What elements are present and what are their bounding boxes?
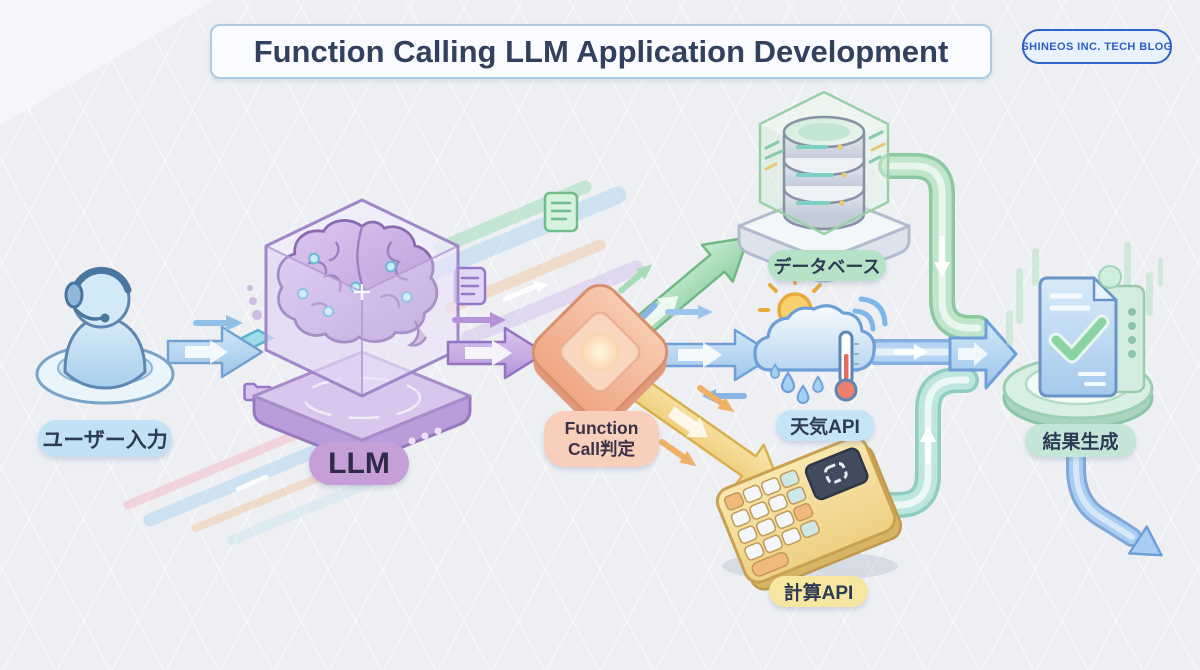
result-decor-bars — [1006, 242, 1163, 346]
llm-icon — [252, 198, 472, 462]
label-calc-api-text: 計算API — [783, 583, 854, 604]
label-weather-api: 天気API — [776, 410, 874, 441]
pipe-database-to-result — [878, 153, 991, 341]
result-document-icon — [1002, 265, 1154, 430]
label-llm: LLM — [309, 442, 409, 485]
label-user-input-text: ユーザー入力 — [42, 428, 168, 452]
arrow-merged-to-result — [948, 318, 1018, 390]
arrow-result-output — [1066, 420, 1163, 557]
note-icon-green — [543, 191, 579, 233]
database-icon — [737, 90, 911, 283]
label-weather-api-text: 天気API — [790, 417, 860, 438]
pipe-calc-to-result — [855, 367, 979, 518]
thermometer-icon — [834, 330, 859, 402]
label-result-text: 結果生成 — [1042, 432, 1119, 453]
background-band — [0, 0, 215, 125]
page-title: Function Calling LLM Application Develop… — [210, 24, 992, 79]
function-call-node — [531, 283, 669, 429]
cloud-icon — [753, 304, 876, 372]
calculator-icon — [715, 436, 903, 591]
label-database-text: データベース — [773, 256, 881, 277]
weather-api-icon — [753, 273, 888, 404]
arrow-user-to-llm — [166, 315, 264, 379]
tech-blog-badge-text: SHINEOS INC. TECH BLOG — [1021, 40, 1173, 53]
dots-purple — [247, 285, 262, 320]
arrow-llm-to-function — [446, 312, 547, 380]
label-user-input: ユーザー入力 — [38, 420, 172, 457]
label-calc-api: 計算API — [769, 576, 868, 607]
page-title-text: Function Calling LLM Application Develop… — [253, 33, 949, 69]
label-function-call: Function Call判定 — [544, 411, 659, 467]
tech-blog-badge: SHINEOS INC. TECH BLOG — [1021, 29, 1173, 64]
label-result: 結果生成 — [1025, 424, 1136, 457]
label-database: データベース — [768, 250, 886, 281]
label-function-call-line1: Function — [564, 417, 639, 438]
raindrops-icon — [770, 363, 824, 404]
label-function-call-line2: Call判定 — [567, 439, 636, 459]
brain-icon — [276, 219, 439, 347]
user-input-icon — [35, 266, 175, 405]
label-llm-text: LLM — [328, 446, 390, 480]
